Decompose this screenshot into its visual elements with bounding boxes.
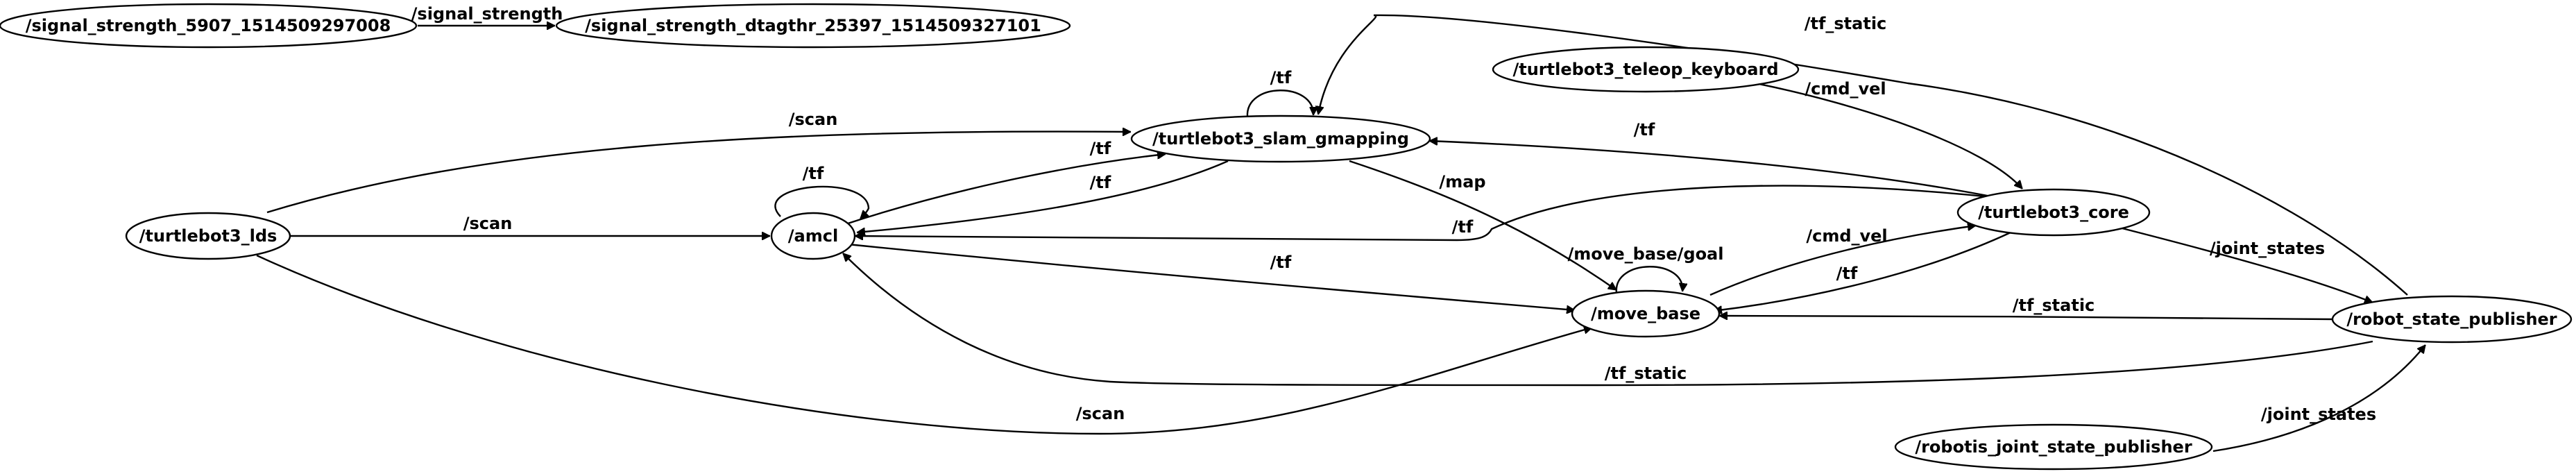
edge-tf-core-to-amcl[interactable]: /tf bbox=[855, 185, 1999, 242]
node-label: /amcl bbox=[788, 226, 838, 246]
node-amcl[interactable]: /amcl bbox=[770, 212, 856, 260]
node-label: /turtlebot3_slam_gmapping bbox=[1152, 129, 1409, 149]
edge-label: /joint_states bbox=[2210, 239, 2325, 258]
edge-label: /scan bbox=[1076, 404, 1125, 423]
edges: /signal_strength /tf_static /tf /cmd_vel… bbox=[256, 4, 2426, 452]
node-label: /robotis_joint_state_publisher bbox=[1915, 437, 2192, 457]
node-label: /robot_state_publisher bbox=[2346, 310, 2557, 329]
edge-signal-strength[interactable]: /signal_strength bbox=[411, 4, 563, 26]
node-label: /signal_strength_dtagthr_25397_151450932… bbox=[585, 16, 1041, 35]
edge-tf-amcl-to-slam[interactable]: /tf bbox=[847, 139, 1166, 225]
edge-tf-amcl-to-move-base[interactable]: /tf bbox=[847, 243, 1575, 310]
edge-label: /tf_static bbox=[1605, 364, 1687, 383]
edge-label: /scan bbox=[789, 110, 838, 129]
node-robotis-joint-state-publisher[interactable]: /robotis_joint_state_publisher bbox=[1894, 423, 2213, 471]
node-label: /turtlebot3_lds bbox=[139, 226, 278, 246]
edge-label: /tf bbox=[1634, 120, 1655, 139]
edge-tf-amcl-self-loop[interactable]: /tf bbox=[774, 164, 870, 219]
edge-scan-lds-to-amcl[interactable]: /scan bbox=[290, 214, 770, 236]
edge-joint-states-core-to-rsp[interactable]: /joint_states bbox=[2119, 226, 2373, 303]
edge-label: /map bbox=[1439, 172, 1485, 192]
edge-label: /move_base/goal bbox=[1568, 244, 1724, 264]
node-label: /turtlebot3_teleop_keyboard bbox=[1512, 60, 1778, 79]
edge-tf-slam-to-amcl[interactable]: /tf bbox=[857, 160, 1229, 232]
node-move-base[interactable]: /move_base bbox=[1571, 289, 1721, 338]
node-turtlebot3-teleop-keyboard[interactable]: /turtlebot3_teleop_keyboard bbox=[1492, 46, 1800, 93]
edge-label: /tf bbox=[1090, 139, 1111, 158]
edge-scan-lds-to-move-base[interactable]: /scan bbox=[256, 254, 1592, 435]
edge-tf-core-to-move-base[interactable]: /tf bbox=[1714, 231, 2011, 311]
edge-label: /tf bbox=[803, 164, 824, 183]
edge-label: /tf bbox=[1090, 173, 1111, 192]
edge-scan-lds-to-slam[interactable]: /scan bbox=[266, 110, 1131, 214]
edge-tf-slam-self-loop[interactable]: /tf bbox=[1246, 68, 1313, 117]
node-turtlebot3-core[interactable]: /turtlebot3_core bbox=[1956, 188, 2151, 237]
edge-cmd-vel-teleop-to-core[interactable]: /cmd_vel bbox=[1755, 79, 2023, 189]
edge-label: /scan bbox=[463, 214, 513, 233]
edge-label: /tf bbox=[1270, 68, 1292, 87]
edge-tf-static-rsp-to-move-base[interactable]: /tf_static bbox=[1719, 296, 2333, 321]
edge-label: /cmd_vel bbox=[1806, 226, 1887, 246]
edge-joint-states-robotis-to-rsp[interactable]: /joint_states bbox=[2212, 345, 2426, 452]
edge-tf-static-rsp-to-amcl[interactable]: /tf_static bbox=[843, 253, 2373, 387]
edge-move-base-goal-self-loop[interactable]: /move_base/goal bbox=[1568, 244, 1724, 294]
edge-label: /tf bbox=[1452, 217, 1474, 237]
node-robot-state-publisher[interactable]: /robot_state_publisher bbox=[2331, 295, 2573, 344]
edge-label: /signal_strength bbox=[411, 4, 563, 24]
nodes: /signal_strength_5907_1514509297008 /sig… bbox=[0, 3, 2573, 471]
node-label: /move_base bbox=[1591, 304, 1700, 323]
edge-label: /tf_static bbox=[1805, 14, 1887, 33]
node-turtlebot3-slam-gmapping[interactable]: /turtlebot3_slam_gmapping bbox=[1130, 115, 1431, 163]
node-label: /turtlebot3_core bbox=[1978, 203, 2129, 222]
edge-label: /joint_states bbox=[2261, 405, 2376, 424]
edge-tf-core-to-slam[interactable]: /tf bbox=[1429, 120, 1999, 199]
node-label: /signal_strength_5907_1514509297008 bbox=[26, 16, 391, 35]
edge-cmd-vel-move-base-to-core[interactable]: /cmd_vel bbox=[1709, 226, 1976, 296]
node-signal-strength-5907[interactable]: /signal_strength_5907_1514509297008 bbox=[0, 3, 418, 49]
edge-map-slam-to-move-base[interactable]: /map bbox=[1349, 160, 1617, 291]
edge-label: /tf_static bbox=[2013, 296, 2095, 315]
edge-label: /tf bbox=[1270, 253, 1292, 272]
edge-label: /cmd_vel bbox=[1805, 79, 1886, 99]
edge-label: /tf bbox=[1836, 264, 1858, 283]
node-turtlebot3-lds[interactable]: /turtlebot3_lds bbox=[125, 212, 291, 260]
node-signal-strength-dtagthr[interactable]: /signal_strength_dtagthr_25397_151450932… bbox=[555, 3, 1071, 49]
